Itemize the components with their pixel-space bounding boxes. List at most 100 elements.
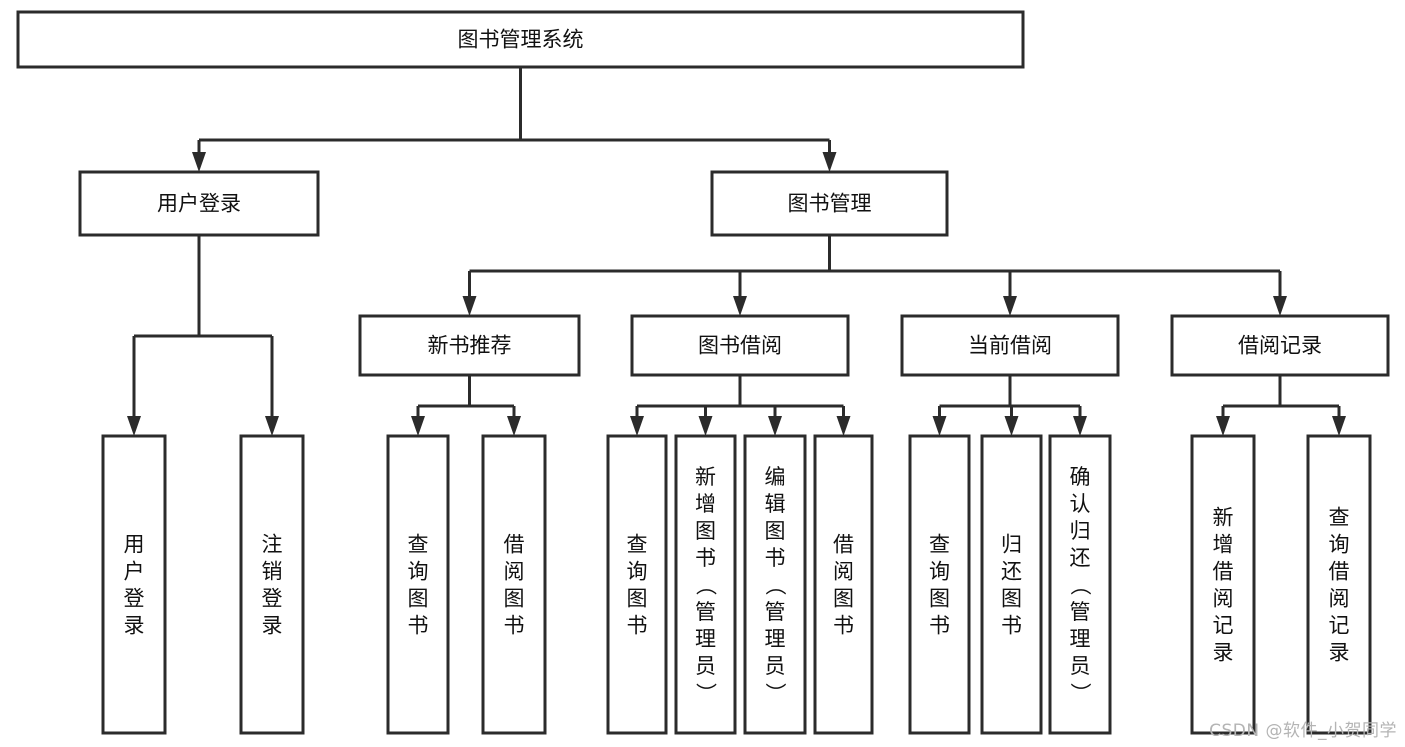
- svg-text:书: 书: [833, 614, 854, 638]
- arrow-head-icon: [822, 152, 837, 172]
- svg-text:借: 借: [504, 533, 525, 557]
- node-label: 图书管理: [788, 192, 872, 216]
- node-box[interactable]: [813, 434, 874, 735]
- svg-text:户: 户: [124, 560, 145, 584]
- node-box[interactable]: [386, 434, 450, 735]
- node-new-book-rec[interactable]: 新书推荐: [358, 314, 581, 377]
- node-box[interactable]: [606, 434, 668, 735]
- svg-text:录: 录: [1329, 641, 1350, 665]
- svg-text:录: 录: [262, 614, 283, 638]
- node-box[interactable]: [630, 314, 850, 377]
- svg-text:）: ）: [763, 683, 787, 704]
- svg-text:管: 管: [765, 600, 786, 624]
- node-box[interactable]: [358, 314, 581, 377]
- svg-text:图: 图: [504, 587, 525, 611]
- svg-text:查: 查: [408, 533, 429, 557]
- node-box[interactable]: [101, 434, 167, 735]
- node-label: 图书管理系统: [458, 28, 584, 52]
- svg-text:增: 增: [1213, 533, 1234, 557]
- svg-text:阅: 阅: [1213, 587, 1234, 611]
- node-box[interactable]: [1190, 434, 1256, 735]
- arrow-head-icon: [932, 416, 947, 436]
- node-book-manage[interactable]: 图书管理: [710, 170, 949, 237]
- node-label: 用户登录: [157, 192, 241, 216]
- svg-text:书: 书: [695, 546, 716, 570]
- node-box[interactable]: [1170, 314, 1390, 377]
- svg-text:查: 查: [627, 533, 648, 557]
- node-borrow-record[interactable]: 借阅记录: [1170, 314, 1390, 377]
- node-box[interactable]: [908, 434, 971, 735]
- arrow-head-icon: [1216, 416, 1230, 436]
- svg-text:理: 理: [765, 627, 786, 651]
- arrow-head-icon: [462, 296, 477, 316]
- node-box[interactable]: [900, 314, 1120, 377]
- node-current-borrow[interactable]: 当前借阅: [900, 314, 1120, 377]
- svg-text:确: 确: [1070, 465, 1091, 489]
- node-user-login[interactable]: 用户登录: [78, 170, 320, 237]
- node-root[interactable]: 图书管理系统: [16, 10, 1025, 69]
- node-box[interactable]: [743, 434, 807, 735]
- svg-text:阅: 阅: [833, 560, 854, 584]
- arrow-head-icon: [836, 416, 851, 436]
- svg-text:借: 借: [1329, 560, 1350, 584]
- connector-group: [1216, 375, 1346, 436]
- node-box[interactable]: [674, 434, 737, 735]
- arrow-head-icon: [411, 416, 425, 436]
- svg-text:询: 询: [408, 560, 429, 584]
- svg-text:登: 登: [124, 587, 145, 611]
- node-box[interactable]: [1306, 434, 1372, 735]
- svg-text:增: 增: [695, 492, 716, 516]
- svg-text:（: （: [763, 575, 787, 596]
- svg-text:理: 理: [1070, 627, 1091, 651]
- connector-group: [411, 375, 521, 436]
- node-box[interactable]: [78, 170, 320, 237]
- connector-group: [630, 375, 851, 436]
- node-label: 当前借阅: [968, 334, 1052, 358]
- svg-text:新: 新: [695, 465, 716, 489]
- svg-text:销: 销: [262, 560, 283, 584]
- arrow-head-icon: [265, 416, 279, 436]
- svg-text:管: 管: [1070, 600, 1091, 624]
- node-box[interactable]: [1048, 434, 1112, 735]
- arrow-head-icon: [127, 416, 141, 436]
- node-box[interactable]: [239, 434, 305, 735]
- node-box[interactable]: [481, 434, 547, 735]
- node-box[interactable]: [16, 10, 1025, 69]
- svg-text:查: 查: [929, 533, 950, 557]
- svg-text:图: 图: [695, 519, 716, 543]
- svg-text:书: 书: [929, 614, 950, 638]
- node-leaf-user-login[interactable]: 用户登录: [101, 434, 167, 735]
- connector-group: [932, 375, 1087, 436]
- svg-text:书: 书: [408, 614, 429, 638]
- svg-text:员: 员: [695, 654, 716, 678]
- node-box[interactable]: [710, 170, 949, 237]
- arrow-head-icon: [1003, 296, 1017, 316]
- node-book-borrow[interactable]: 图书借阅: [630, 314, 850, 377]
- node-box[interactable]: [980, 434, 1043, 735]
- svg-text:（: （: [694, 575, 718, 596]
- arrow-head-icon: [507, 416, 521, 436]
- node-label: 新书推荐: [428, 334, 512, 358]
- svg-text:还: 还: [1001, 560, 1022, 584]
- svg-text:询: 询: [1329, 533, 1350, 557]
